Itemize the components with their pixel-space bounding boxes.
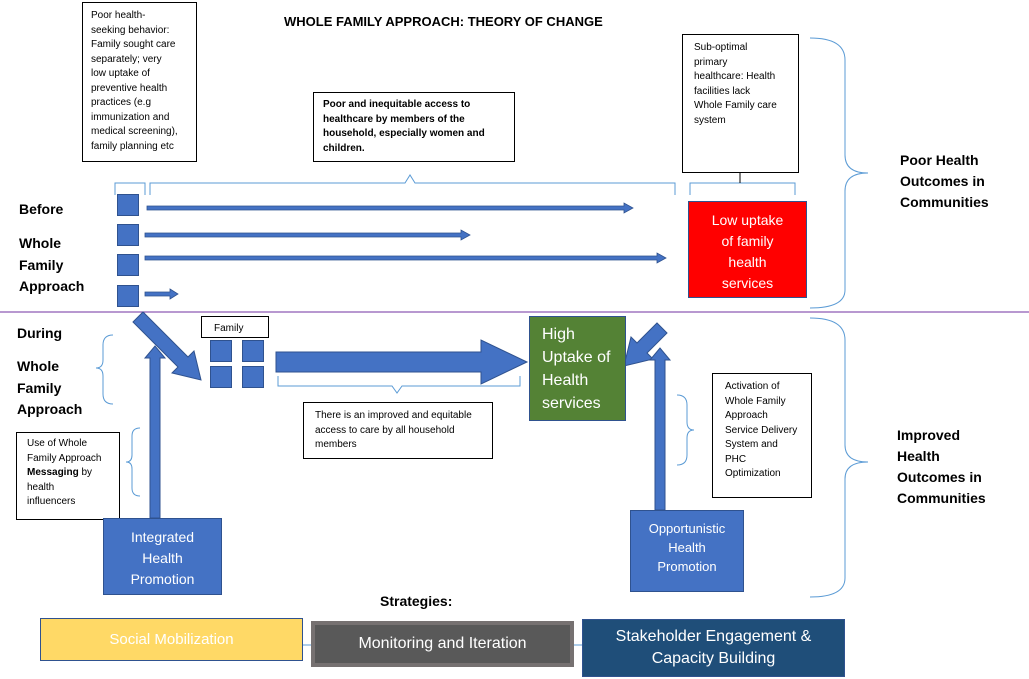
note-improved-access: There is an improved and equitable acces… <box>303 402 493 459</box>
brace-messaging <box>125 427 141 497</box>
before-square-4 <box>117 285 139 307</box>
braces <box>95 37 869 646</box>
before-arrow-2 <box>144 229 471 241</box>
strategies-label: Strategies: <box>380 593 453 609</box>
before-arrow-3 <box>144 252 667 264</box>
phase-during-sub: Whole Family Approach <box>17 358 83 417</box>
note-poor-health-seeking: Poor health- seeking behavior: Family so… <box>82 2 197 162</box>
before-square-2 <box>117 224 139 246</box>
note-messaging: Use of Whole Family Approach Messaging b… <box>16 432 120 520</box>
diagonal-arrow-left <box>132 311 202 381</box>
integrated-promotion-box: Integrated Health Promotion <box>103 518 222 595</box>
before-arrow-1 <box>146 202 634 214</box>
strategy-social-mobilization: Social Mobilization <box>40 618 303 661</box>
family-square-1 <box>210 340 232 362</box>
integrated-up-arrow <box>143 345 167 519</box>
family-square-3 <box>210 366 232 388</box>
strategy-monitoring: Monitoring and Iteration <box>311 621 574 667</box>
poor-outcomes-label: Poor Health Outcomes in Communities <box>900 152 989 210</box>
family-square-2 <box>242 340 264 362</box>
brace-poor-outcomes <box>809 37 869 309</box>
strategy-stakeholder: Stakeholder Engagement & Capacity Buildi… <box>582 619 845 677</box>
note-suboptimal-phc: Sub-optimal primary healthcare: Health f… <box>682 34 799 173</box>
messaging-text-bold: Messaging <box>27 467 79 478</box>
bracket-top-left <box>114 182 146 195</box>
bracket-top-right <box>689 182 796 195</box>
phase-before-label: Before <box>19 201 64 217</box>
before-square-3 <box>117 254 139 276</box>
messaging-text-post: by health influencers <box>27 467 93 507</box>
opportunistic-promotion-box: Opportunistic Health Promotion <box>630 510 744 592</box>
family-to-uptake-arrow <box>275 339 529 385</box>
note-activation: Activation of Whole Family Approach Serv… <box>712 373 812 498</box>
family-label: Family <box>214 323 244 334</box>
family-label-box: Family <box>201 316 269 338</box>
low-uptake-box: Low uptake of family health services <box>688 201 807 298</box>
phase-during-label: During <box>17 325 63 341</box>
before-arrow-4 <box>144 288 179 300</box>
phase-before-sub: Whole Family Approach <box>19 235 85 294</box>
brace-improved-outcomes <box>809 317 869 598</box>
bracket-top-middle <box>149 174 676 195</box>
messaging-text-pre: Use of Whole Family Approach <box>27 438 102 464</box>
before-arrows <box>144 202 667 300</box>
brace-during <box>95 334 114 405</box>
before-square-1 <box>117 194 139 216</box>
family-square-4 <box>242 366 264 388</box>
improved-outcomes-label: Improved Health Outcomes in Communities <box>897 427 986 506</box>
note-inequitable-access: Poor and inequitable access to healthcar… <box>313 92 515 162</box>
diagonal-arrow-right <box>623 322 668 367</box>
high-uptake-box: High Uptake of Health services <box>529 316 626 421</box>
opportunistic-up-arrow <box>648 347 672 511</box>
bracket-under-arrow <box>277 376 521 394</box>
diagram-title: WHOLE FAMILY APPROACH: THEORY OF CHANGE <box>284 14 603 29</box>
brace-activation <box>676 394 695 466</box>
